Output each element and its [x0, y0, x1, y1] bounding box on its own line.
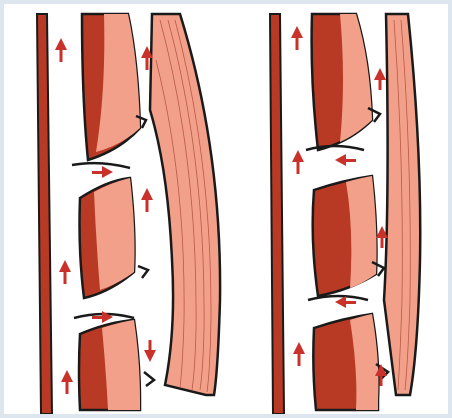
arrow-right-icon: [92, 166, 113, 178]
arrow-up-icon: [293, 342, 305, 366]
arrow-up-icon: [292, 150, 304, 174]
muscle-segment-top-right-highlight: [340, 14, 372, 142]
panel-left: [37, 14, 220, 414]
figure-frame: [4, 4, 448, 414]
vessel-wall-left: [37, 14, 52, 414]
arrow-down-icon: [144, 340, 156, 362]
muscle-segment-bottom-left-highlight: [102, 320, 140, 410]
arrow-up-icon: [141, 188, 153, 212]
arrow-up-icon: [55, 38, 67, 62]
arrow-right-icon: [92, 311, 113, 323]
vessel-wall-right: [270, 14, 284, 414]
arrow-up-icon: [291, 26, 303, 50]
arrow-left-icon: [335, 154, 356, 166]
muscle-segment-middle-left-highlight: [94, 178, 135, 290]
arrow-up-icon: [61, 370, 73, 394]
panel-right: [270, 14, 420, 414]
muscle-blood-flow-diagram: [4, 4, 448, 414]
arrow-up-icon: [374, 68, 386, 90]
arrow-up-icon: [59, 260, 71, 284]
valve-cusp-left-3: [144, 372, 154, 386]
large-muscle-left: [150, 14, 220, 395]
